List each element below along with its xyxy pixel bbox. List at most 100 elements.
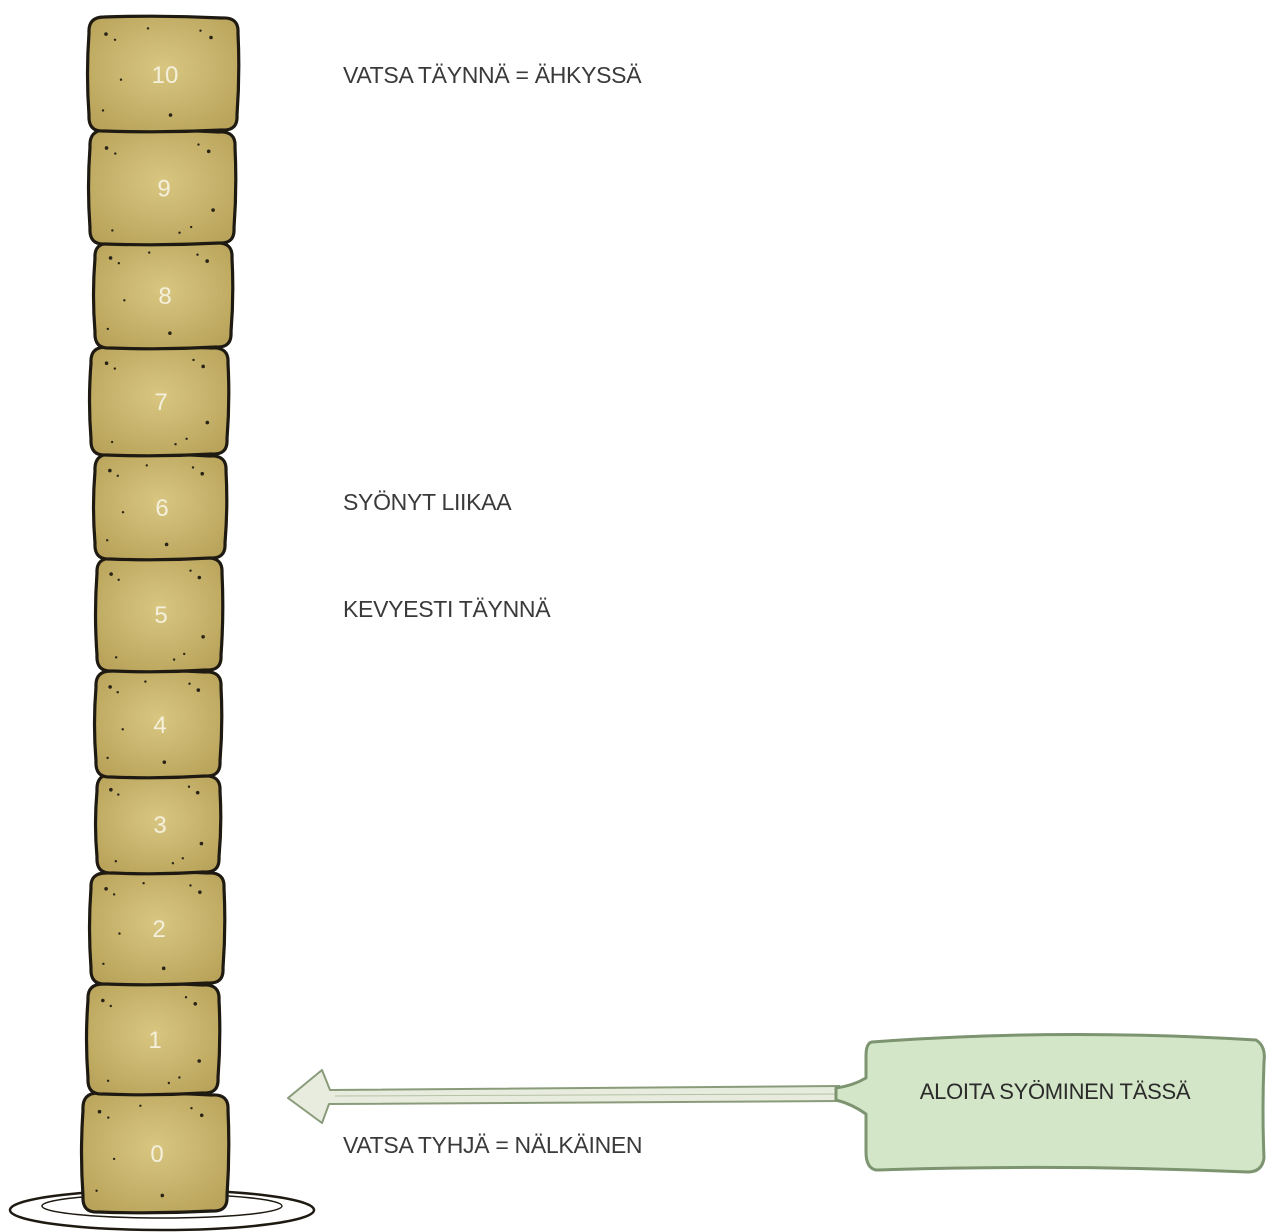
speckle — [189, 884, 191, 886]
speckle — [188, 786, 190, 788]
block-level-0: 0 — [82, 1093, 229, 1213]
speckle — [102, 963, 104, 965]
speckle — [174, 443, 176, 445]
speckle — [104, 887, 108, 891]
speckle — [173, 658, 175, 660]
speckle — [197, 1059, 201, 1063]
speckle — [199, 29, 201, 31]
speckle — [201, 635, 205, 639]
label-ate-too-much: SYÖNYT LIIKAA — [343, 489, 511, 516]
level-number: 9 — [157, 176, 170, 203]
label-stomach-full: VATSA TÄYNNÄ = ÄHKYSSÄ — [343, 62, 641, 89]
speckle — [144, 680, 146, 682]
speckle — [115, 860, 117, 862]
speckle — [192, 466, 194, 468]
speckle — [107, 1080, 109, 1082]
speckle — [122, 728, 124, 730]
speckle — [196, 791, 200, 795]
speckle — [178, 1076, 180, 1078]
speckle — [101, 999, 105, 1003]
speckle — [108, 469, 112, 473]
speckle — [206, 421, 210, 425]
speckle — [106, 757, 108, 759]
level-number: 4 — [153, 712, 166, 739]
level-number: 6 — [155, 495, 168, 522]
speckle — [168, 1082, 170, 1084]
speckle — [106, 539, 108, 541]
speckle — [122, 511, 124, 513]
speckle — [111, 441, 113, 443]
speckle — [114, 39, 116, 41]
speckle — [117, 579, 119, 581]
speckle — [193, 1002, 197, 1006]
speckle — [102, 109, 104, 111]
speckle — [192, 359, 194, 361]
speckle — [105, 146, 109, 150]
block-level-1: 1 — [87, 983, 220, 1095]
speckle — [114, 367, 116, 369]
speckle — [207, 150, 211, 154]
level-number: 8 — [158, 283, 171, 310]
label-slightly-full: KEVYESTI TÄYNNÄ — [343, 596, 550, 623]
speckle — [108, 685, 112, 689]
speckle — [109, 788, 113, 792]
speckle — [211, 208, 215, 212]
speckle — [200, 1113, 204, 1117]
speckle — [185, 438, 187, 440]
level-number: 7 — [154, 389, 167, 416]
speckle — [113, 1158, 115, 1160]
speckle — [139, 1105, 141, 1107]
speckle — [169, 113, 173, 117]
speckle — [142, 882, 144, 884]
speckle — [161, 1194, 165, 1198]
speckle — [110, 1005, 112, 1007]
level-number: 3 — [153, 812, 166, 839]
block-level-9: 9 — [89, 130, 236, 245]
block-level-10: 10 — [88, 16, 239, 132]
speckle — [111, 229, 113, 231]
arrow-left-icon — [288, 1070, 840, 1123]
speckle — [123, 299, 125, 301]
block-level-6: 6 — [94, 454, 227, 560]
speckle — [117, 475, 119, 477]
block-level-8: 8 — [94, 242, 233, 349]
speckle — [107, 1116, 109, 1118]
speckle — [115, 656, 117, 658]
block-stack: 0 1 2 3 4 5 6 7 8 9 10 — [82, 16, 239, 1213]
block-level-5: 5 — [96, 557, 223, 672]
block-level-3: 3 — [96, 774, 221, 874]
speckle — [168, 331, 172, 335]
speckle — [201, 365, 205, 369]
speckle — [178, 232, 180, 234]
level-number: 10 — [152, 62, 179, 89]
speckle — [182, 857, 184, 859]
speckle — [189, 569, 191, 571]
speckle — [165, 543, 169, 547]
speckle — [190, 1107, 192, 1109]
level-number: 5 — [154, 602, 167, 629]
level-number: 2 — [152, 916, 165, 943]
speckle — [109, 256, 113, 260]
speckle — [148, 251, 150, 253]
speckle — [98, 1110, 102, 1114]
speckle — [117, 793, 119, 795]
speckle — [183, 653, 185, 655]
speckle — [114, 152, 116, 154]
speckle — [163, 760, 167, 764]
block-level-2: 2 — [90, 872, 225, 985]
level-number: 1 — [148, 1027, 161, 1054]
speckle — [205, 259, 209, 263]
label-stomach-empty: VATSA TYHJÄ = NÄLKÄINEN — [343, 1132, 642, 1159]
speckle — [109, 572, 113, 576]
speckle — [198, 576, 202, 580]
callout-text: ALOITA SYÖMINEN TÄSSÄ — [880, 1079, 1230, 1105]
speckle — [105, 361, 109, 365]
speckle — [118, 262, 120, 264]
speckle — [198, 890, 202, 894]
speckle — [107, 328, 109, 330]
speckle — [95, 1190, 97, 1192]
level-number: 0 — [150, 1141, 163, 1168]
speckle — [200, 842, 204, 846]
speckle — [197, 688, 201, 692]
